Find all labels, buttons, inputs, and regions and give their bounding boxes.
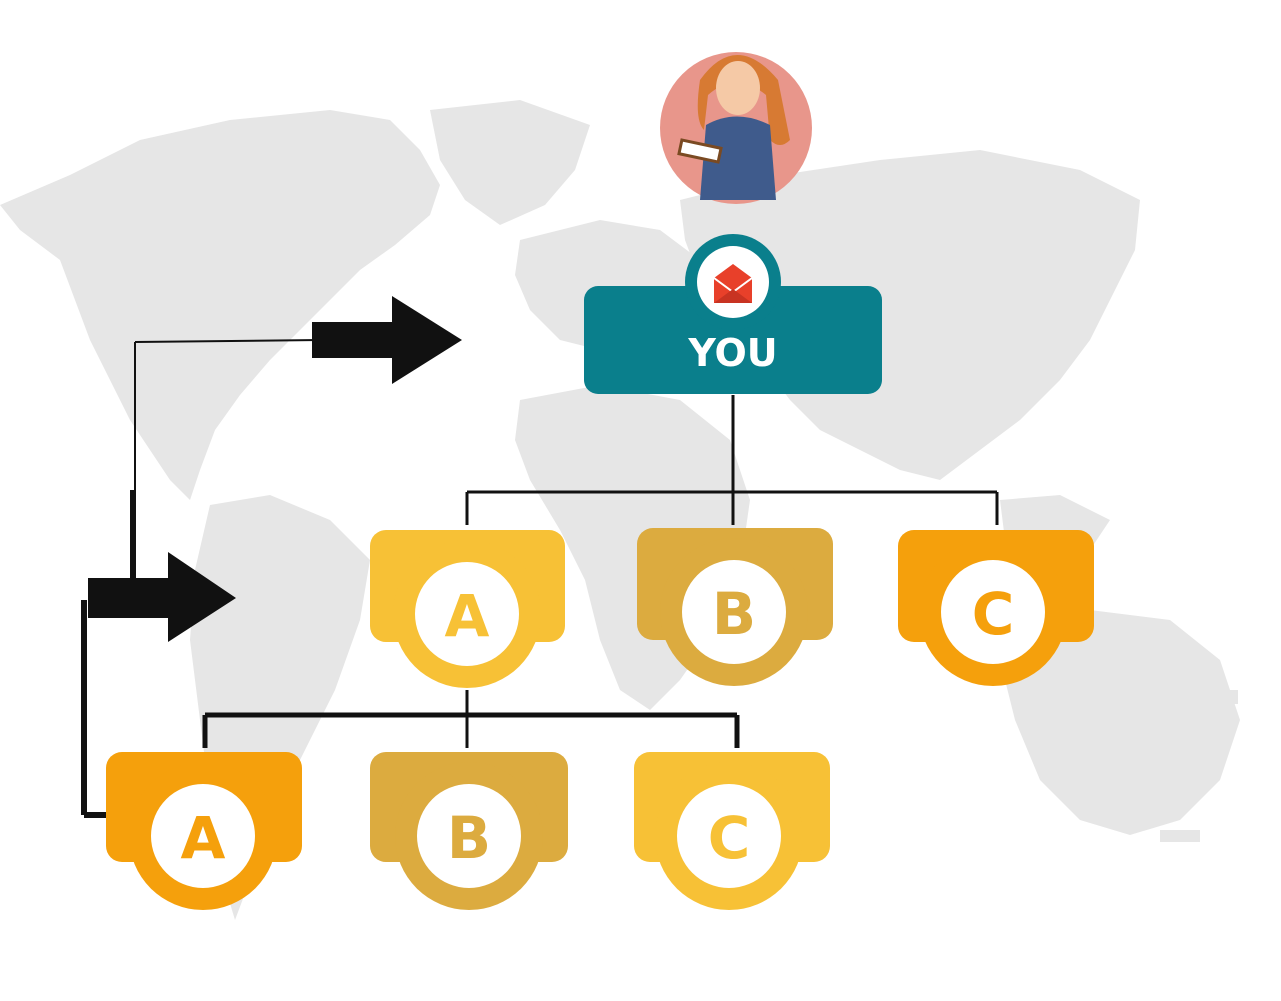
node-c-level2: C bbox=[634, 752, 830, 910]
you-label: YOU bbox=[687, 331, 777, 375]
node-letter: B bbox=[712, 580, 756, 648]
node-letter: A bbox=[181, 804, 226, 872]
businesswoman-avatar bbox=[660, 52, 812, 204]
node-letter: C bbox=[972, 580, 1015, 648]
envelope-icon bbox=[713, 264, 753, 303]
node-letter: B bbox=[447, 804, 491, 872]
you-node: YOU bbox=[584, 234, 882, 394]
node-b-level2: B bbox=[370, 752, 568, 910]
arrow-lower bbox=[88, 552, 236, 642]
node-b-level1: B bbox=[637, 528, 833, 686]
node-letter: C bbox=[708, 804, 751, 872]
connector-lines bbox=[81, 339, 999, 818]
node-a-level1: A bbox=[370, 530, 565, 688]
node-c-level1: C bbox=[898, 530, 1094, 686]
node-letter: A bbox=[445, 582, 490, 650]
node-a-level2: A bbox=[106, 752, 302, 910]
arrow-upper bbox=[312, 296, 462, 384]
